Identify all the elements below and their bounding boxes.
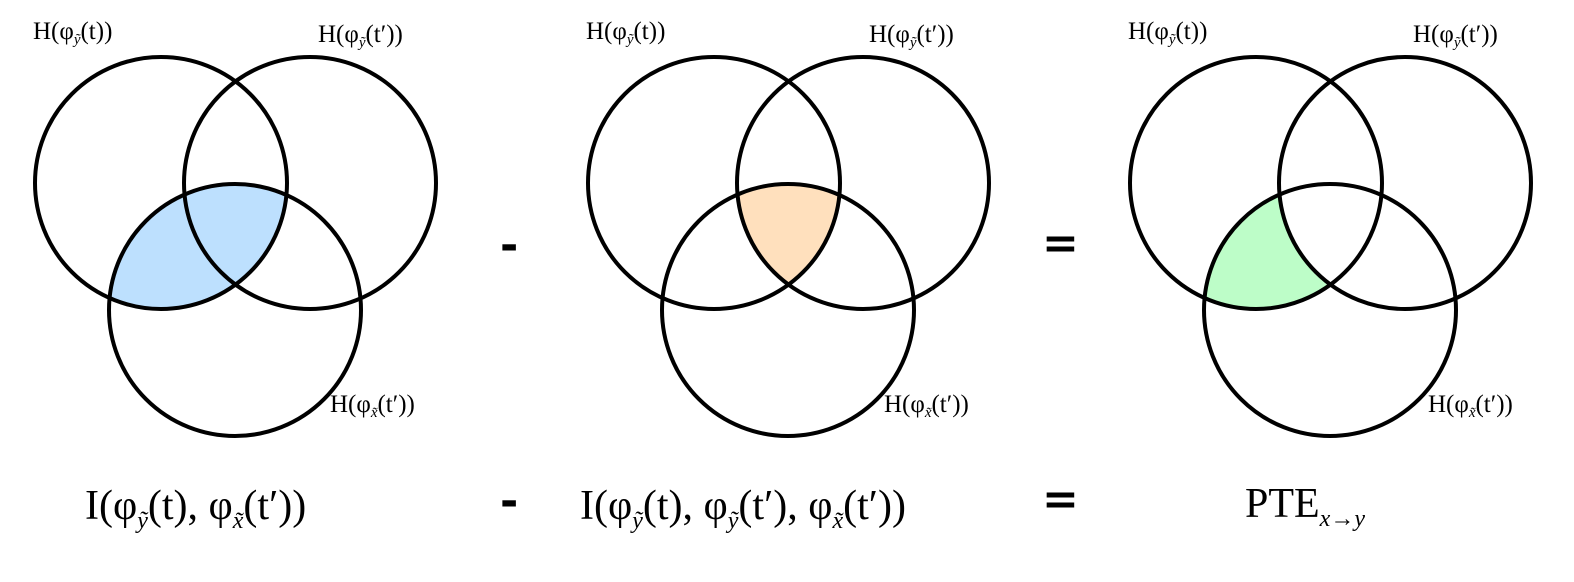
label-h-y-tprime: H(φỹ(t′)) [869,21,954,51]
circle-h-y-tprime [182,55,438,311]
label-h-y-t: H(φỹ(t)) [586,18,666,48]
label-h-x-tprime: H(φx̃(t′)) [330,391,415,421]
formula-pte: PTEx→y [1245,481,1365,532]
label-h-y-t: H(φỹ(t)) [33,18,113,48]
equals-operator: = [1042,474,1079,525]
circle-h-y-tprime [1277,55,1533,311]
circle-h-y-t [1128,55,1384,311]
circle-h-x-tprime [107,182,363,438]
label-h-x-tprime: H(φx̃(t′)) [884,391,969,421]
formula-mutual-information: I(φỹ(t), φx̃(t′)) [85,483,307,534]
minus-operator: - [500,476,519,527]
label-h-x-tprime: H(φx̃(t′)) [1428,391,1513,421]
label-h-y-tprime: H(φỹ(t′)) [1413,21,1498,51]
circle-h-y-t [586,55,842,311]
region-mutual-information [109,184,287,309]
circle-h-x-tprime [1202,182,1458,438]
label-h-y-tprime: H(φỹ(t′)) [318,21,403,51]
circle-h-y-t [33,55,289,311]
minus-operator: - [500,220,519,271]
circle-h-x-tprime [660,182,916,438]
formula-interaction-information: I(φỹ(t), φỹ(t′), φx̃(t′)) [580,483,906,534]
region-pte [1204,184,1382,309]
circle-h-y-tprime [735,55,991,311]
label-h-y-t: H(φỹ(t)) [1128,18,1208,48]
equals-operator: = [1042,218,1079,269]
